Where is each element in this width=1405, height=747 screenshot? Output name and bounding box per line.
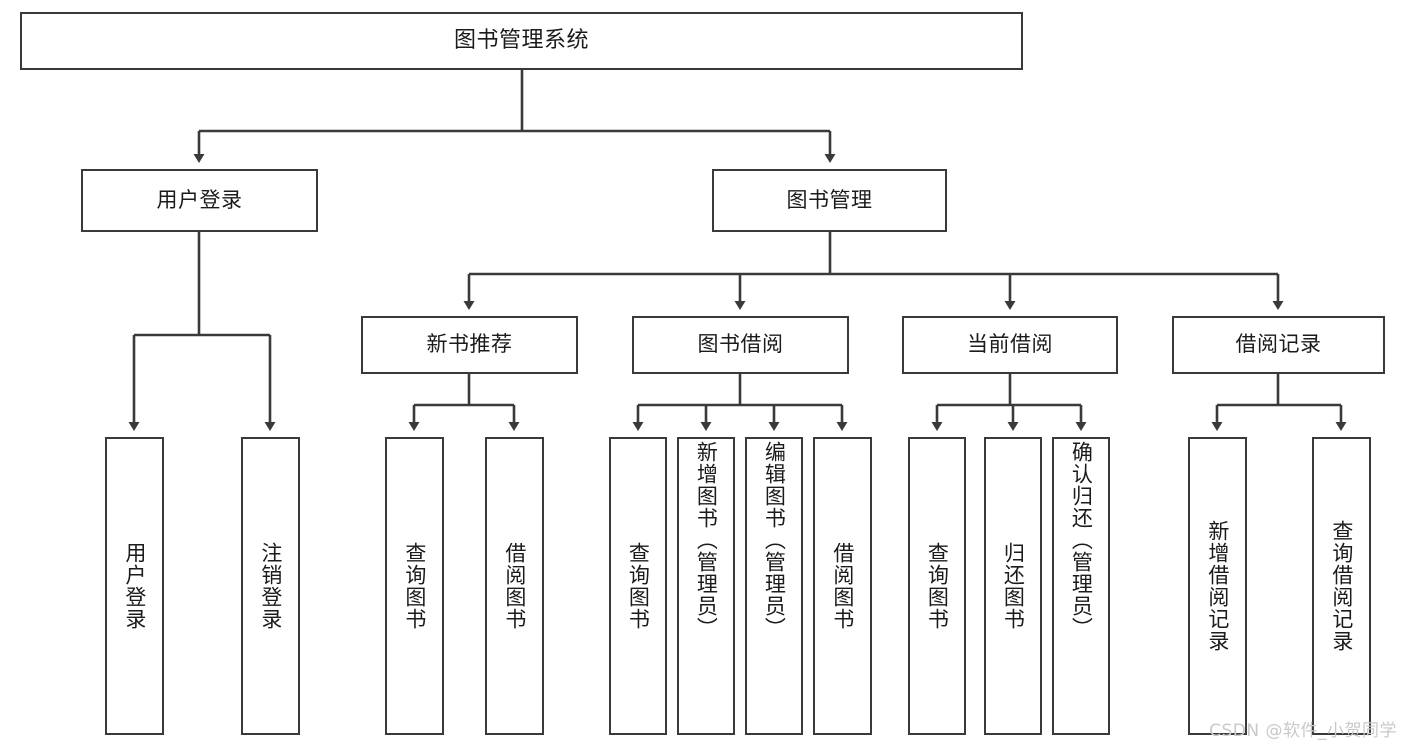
node-leaf-user-logout[interactable]: 注销登录	[241, 437, 300, 735]
node-current-borrow[interactable]: 当前借阅	[902, 316, 1118, 374]
node-leaf-borrow-book[interactable]: 借阅图书	[813, 437, 872, 735]
leaf-inner: 用户登录	[107, 439, 162, 733]
node-leaf-add-record-label: 新增借阅记录	[1205, 520, 1230, 652]
node-leaf-borrow-book-rec-label: 借阅图书	[502, 542, 527, 630]
node-leaf-borrow-book-label: 借阅图书	[830, 542, 855, 630]
node-book-borrow[interactable]: 图书借阅	[632, 316, 849, 374]
node-leaf-user-login[interactable]: 用户登录	[105, 437, 164, 735]
leaf-inner: 新增图书（管理员）	[679, 439, 733, 735]
node-current-borrow-label: 当前借阅	[967, 332, 1053, 357]
node-leaf-user-logout-label: 注销登录	[258, 542, 283, 630]
node-leaf-query-book-rec-label: 查询图书	[402, 542, 427, 630]
node-new-book-rec[interactable]: 新书推荐	[361, 316, 578, 374]
node-new-book-rec-label: 新书推荐	[426, 332, 513, 357]
node-leaf-query-book-label: 查询图书	[626, 542, 651, 630]
node-leaf-add-book-label: 新增图书（管理员）	[694, 441, 719, 639]
node-leaf-query-book[interactable]: 查询图书	[609, 437, 667, 735]
leaf-inner: 借阅图书	[487, 439, 542, 733]
leaf-inner: 查询图书	[387, 439, 442, 733]
leaf-inner: 归还图书	[986, 439, 1040, 733]
node-book-manage[interactable]: 图书管理	[712, 169, 947, 232]
node-leaf-return-book[interactable]: 归还图书	[984, 437, 1042, 735]
node-borrow-record-label: 借阅记录	[1235, 332, 1322, 357]
node-leaf-query-book-cur-label: 查询图书	[925, 542, 950, 630]
leaf-inner: 借阅图书	[815, 439, 870, 733]
node-leaf-query-record[interactable]: 查询借阅记录	[1312, 437, 1371, 735]
leaf-inner: 新增借阅记录	[1190, 439, 1245, 733]
node-borrow-record[interactable]: 借阅记录	[1172, 316, 1385, 374]
node-book-borrow-label: 图书借阅	[697, 332, 784, 357]
node-root-label: 图书管理系统	[453, 27, 589, 53]
node-root[interactable]: 图书管理系统	[20, 12, 1023, 70]
leaf-inner: 查询图书	[611, 439, 665, 733]
node-user-login-label: 用户登录	[156, 187, 243, 212]
node-leaf-return-book-label: 归还图书	[1001, 542, 1026, 630]
node-leaf-add-book[interactable]: 新增图书（管理员）	[677, 437, 735, 735]
leaf-inner: 查询图书	[910, 439, 964, 733]
leaf-inner: 编辑图书（管理员）	[747, 439, 801, 735]
node-leaf-confirm-return-label: 确认归还（管理员）	[1069, 441, 1094, 639]
leaf-inner: 确认归还（管理员）	[1054, 439, 1108, 735]
node-leaf-query-book-cur[interactable]: 查询图书	[908, 437, 966, 735]
node-leaf-confirm-return[interactable]: 确认归还（管理员）	[1052, 437, 1110, 735]
node-leaf-edit-book[interactable]: 编辑图书（管理员）	[745, 437, 803, 735]
node-leaf-query-book-rec[interactable]: 查询图书	[385, 437, 444, 735]
node-book-manage-label: 图书管理	[786, 187, 873, 212]
node-leaf-add-record[interactable]: 新增借阅记录	[1188, 437, 1247, 735]
watermark: CSDN @软件_小贺同学	[1209, 721, 1397, 741]
leaf-inner: 查询借阅记录	[1314, 439, 1369, 733]
leaf-inner: 注销登录	[243, 439, 298, 733]
node-leaf-edit-book-label: 编辑图书（管理员）	[762, 441, 787, 639]
node-user-login[interactable]: 用户登录	[81, 169, 318, 232]
node-leaf-user-login-label: 用户登录	[122, 542, 147, 630]
node-leaf-query-record-label: 查询借阅记录	[1329, 520, 1354, 652]
node-leaf-borrow-book-rec[interactable]: 借阅图书	[485, 437, 544, 735]
